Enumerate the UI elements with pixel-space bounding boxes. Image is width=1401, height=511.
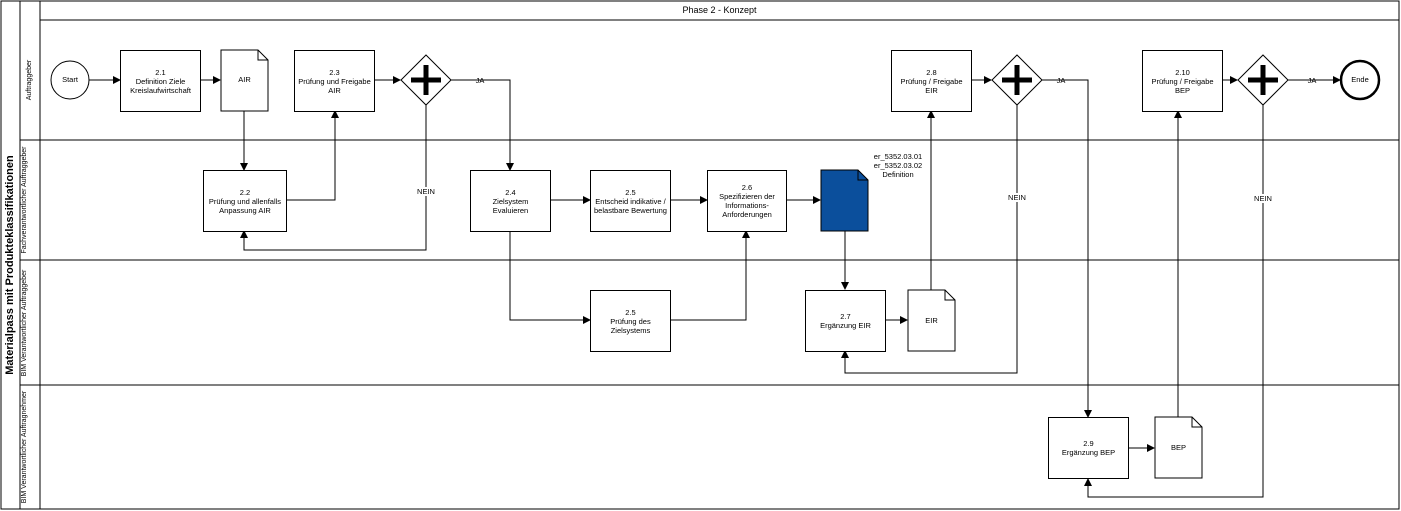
start-event-label: Start xyxy=(62,75,78,84)
flow-label-nein-1: NEIN xyxy=(414,187,438,196)
task-2-5-entscheid-text: Entscheid indikative / belastbare Bewert… xyxy=(594,196,667,215)
task-2-6[interactable]: 2.6 Spezifizieren der Informations-Anfor… xyxy=(707,170,787,232)
flow-label-nein-2: NEIN xyxy=(1005,193,1029,202)
end-event xyxy=(1339,59,1381,101)
lane-label-fachverantwortlicher-text: Fachverantwortlicher Auftraggeber xyxy=(21,146,28,254)
task-2-5-pruefung-text: Prüfung des Zielsystems xyxy=(610,316,651,335)
task-2-4-text: Zielsystem Evaluieren xyxy=(492,196,529,215)
task-2-5-entscheid[interactable]: 2.5 Entscheid indikative / belastbare Be… xyxy=(590,170,671,232)
lane-label-bim-auftraggeber: BIM Verantwortlicher Auftraggeber xyxy=(20,263,40,383)
task-2-10-number: 2.10 xyxy=(1175,67,1190,77)
parallel-gateway-3 xyxy=(1237,54,1289,106)
task-2-4-number: 2.4 xyxy=(505,187,516,197)
flow-2-2-2-3 xyxy=(286,110,339,201)
flow-gw1-2-4-ja xyxy=(451,79,514,171)
phase-title: Phase 2 - Konzept xyxy=(682,5,757,15)
task-2-1-text: Definition Ziele Kreislaufwirtschaft xyxy=(130,76,191,95)
lane-label-bim-auftraggeber-text: BIM Verantwortlicher Auftraggeber xyxy=(21,269,28,377)
task-2-10-text: Prüfung / Freigabe BEP xyxy=(1151,76,1214,95)
lane-label-auftraggeber: Auftraggeber xyxy=(26,59,33,101)
task-2-2-number: 2.2 xyxy=(239,187,251,197)
document-eir xyxy=(907,289,956,352)
task-2-6-text: Spezifizieren der Informations-Anforderu… xyxy=(719,192,775,219)
task-2-9[interactable]: 2.9 Ergänzung BEP xyxy=(1048,417,1129,479)
task-2-6-number: 2.6 xyxy=(741,183,753,192)
blue-document-note-line-1: er_5352.03.01 xyxy=(873,152,923,161)
flow-2-5b-2-6 xyxy=(670,230,750,321)
flow-label-nein-3: NEIN xyxy=(1251,194,1275,203)
task-2-10[interactable]: 2.10 Prüfung / Freigabe BEP xyxy=(1142,50,1223,112)
pool-title: Materialpass mit Produkteklassifikatione… xyxy=(4,155,16,375)
task-2-4[interactable]: 2.4 Zielsystem Evaluieren xyxy=(470,170,551,232)
task-2-1-number: 2.1 xyxy=(155,67,166,77)
document-eir-label: EIR xyxy=(925,316,938,325)
task-2-8[interactable]: 2.8 Prüfung / Freigabe EIR xyxy=(891,50,972,112)
task-2-1[interactable]: 2.1 Definition Ziele Kreislaufwirtschaft xyxy=(120,50,201,112)
flow-label-ja-1: JA xyxy=(475,76,485,85)
document-air-label: AIR xyxy=(238,75,251,84)
task-2-3-number: 2.3 xyxy=(329,67,340,77)
task-2-3-text: Prüfung und Freigabe AIR xyxy=(298,76,371,95)
task-2-7-number: 2.7 xyxy=(840,312,851,321)
task-2-2-text: Prüfung und allenfalls Anpassung AIR xyxy=(208,196,282,215)
document-bep-label: BEP xyxy=(1170,443,1186,452)
blue-document-note-line-2: er_5352.03.02 xyxy=(873,161,923,170)
flow-gw3-2-9-nein xyxy=(1084,105,1264,498)
task-2-5-pruefung[interactable]: 2.5 Prüfung des Zielsystems xyxy=(590,290,671,352)
flow-2-4-2-5b xyxy=(509,231,591,324)
document-air xyxy=(220,49,269,112)
task-2-2[interactable]: 2.2 Prüfung und allenfalls Anpassung AIR xyxy=(203,170,287,232)
flow-label-ja-3: JA xyxy=(1307,76,1317,85)
flow-label-ja-2: JA xyxy=(1056,76,1066,85)
lane-label-fachverantwortlicher: Fachverantwortlicher Auftraggeber xyxy=(20,140,40,260)
lane-label-bim-auftragnehmer-text: BIM Verantwortlicher Auftragnehmer xyxy=(21,390,28,504)
task-2-5-entscheid-number: 2.5 xyxy=(625,187,636,197)
document-bep xyxy=(1154,416,1203,479)
flow-gw1-2-2-nein xyxy=(240,105,427,251)
task-2-3[interactable]: 2.3 Prüfung und Freigabe AIR xyxy=(294,50,375,112)
document-blue xyxy=(820,169,869,232)
task-2-9-text: Ergänzung BEP xyxy=(1061,448,1116,457)
task-2-7-text: Ergänzung EIR xyxy=(820,321,871,330)
task-2-8-text: Prüfung / Freigabe EIR xyxy=(900,76,963,95)
task-2-7[interactable]: 2.7 Ergänzung EIR xyxy=(805,290,886,352)
lane-label-bim-auftragnehmer: BIM Verantwortlicher Auftragnehmer xyxy=(20,387,40,507)
end-event-label: Ende xyxy=(1351,75,1369,84)
task-2-9-number: 2.9 xyxy=(1083,439,1094,448)
parallel-gateway-1 xyxy=(400,54,452,106)
task-2-5-pruefung-number: 2.5 xyxy=(625,307,636,317)
blue-document-note: er_5352.03.01 er_5352.03.02 Definition xyxy=(862,152,934,179)
blue-document-note-line-3: Definition xyxy=(882,170,914,179)
task-2-8-number: 2.8 xyxy=(926,67,937,77)
flow-gw2-2-7-nein xyxy=(841,105,1018,374)
flow-gw2-2-9-ja xyxy=(1042,79,1092,418)
parallel-gateway-2 xyxy=(991,54,1043,106)
